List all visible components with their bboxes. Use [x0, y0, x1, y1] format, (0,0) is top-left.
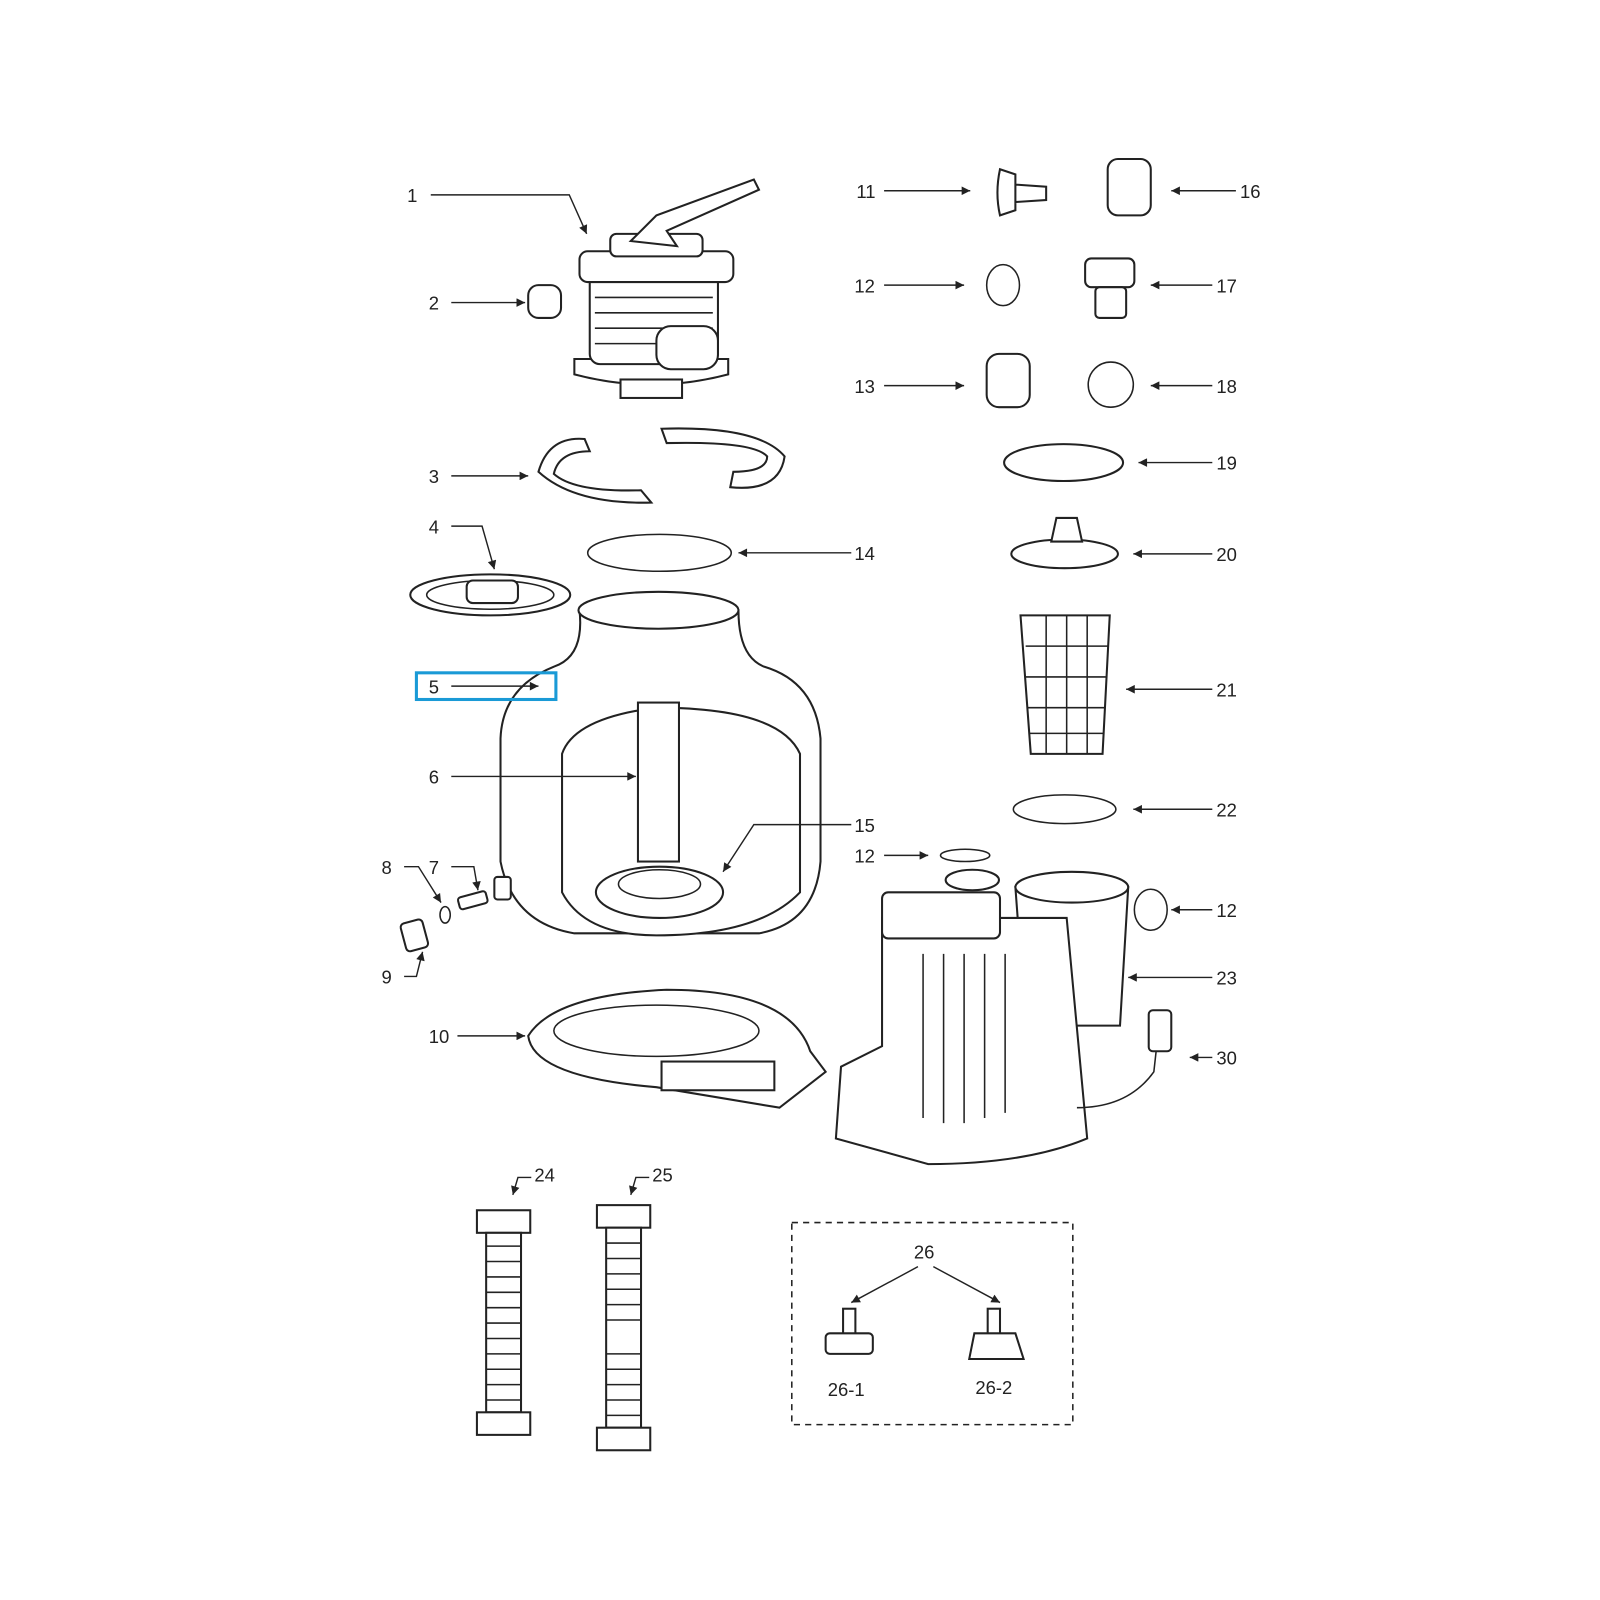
label-13: 13 — [854, 376, 875, 397]
label-5: 5 — [429, 676, 439, 697]
label-15: 15 — [854, 815, 875, 836]
label-25: 25 — [652, 1165, 673, 1186]
label-11: 11 — [856, 181, 875, 202]
label-26: 26 — [914, 1241, 935, 1262]
label-3: 3 — [429, 466, 439, 487]
part-labels: 1 2 3 4 5 6 7 8 9 10 11 12 13 14 15 12 1… — [382, 181, 1261, 1400]
drain-parts — [399, 875, 512, 953]
filter-tank — [499, 590, 822, 937]
label-26-1: 26-1 — [828, 1379, 865, 1400]
label-12: 12 — [854, 275, 875, 296]
hoses — [475, 1204, 652, 1452]
label-19: 19 — [1216, 453, 1237, 474]
label-9: 9 — [382, 967, 392, 988]
label-2: 2 — [429, 293, 439, 314]
leader-lines — [404, 186, 1236, 1304]
label-12: 12 — [854, 846, 875, 867]
label-24: 24 — [534, 1165, 555, 1186]
label-21: 21 — [1216, 679, 1237, 700]
o-ring-14 — [586, 533, 733, 573]
label-17: 17 — [1216, 275, 1237, 296]
clamp — [537, 427, 786, 504]
label-16: 16 — [1240, 181, 1261, 202]
label-10: 10 — [429, 1026, 450, 1047]
label-22: 22 — [1216, 799, 1237, 820]
plunger-group-box — [791, 1221, 1074, 1426]
filter-lid — [409, 573, 572, 617]
label-30: 30 — [1216, 1048, 1237, 1069]
label-14: 14 — [854, 543, 875, 564]
label-18: 18 — [1216, 376, 1237, 397]
pump — [834, 868, 1173, 1166]
label-6: 6 — [429, 767, 439, 788]
label-7: 7 — [429, 857, 439, 878]
filter-base — [527, 988, 828, 1109]
label-23: 23 — [1216, 968, 1237, 989]
label-8: 8 — [382, 857, 392, 878]
label-4: 4 — [429, 516, 439, 537]
label-12: 12 — [1216, 900, 1237, 921]
multiport-valve — [573, 178, 761, 399]
label-26-2: 26-2 — [975, 1377, 1012, 1398]
small-parts-right — [939, 157, 1152, 863]
label-1: 1 — [407, 185, 417, 206]
highlight-box-part-5 — [414, 671, 558, 702]
pressure-gauge-cap — [527, 284, 563, 319]
label-20: 20 — [1216, 544, 1237, 565]
plungers — [824, 1307, 1025, 1360]
